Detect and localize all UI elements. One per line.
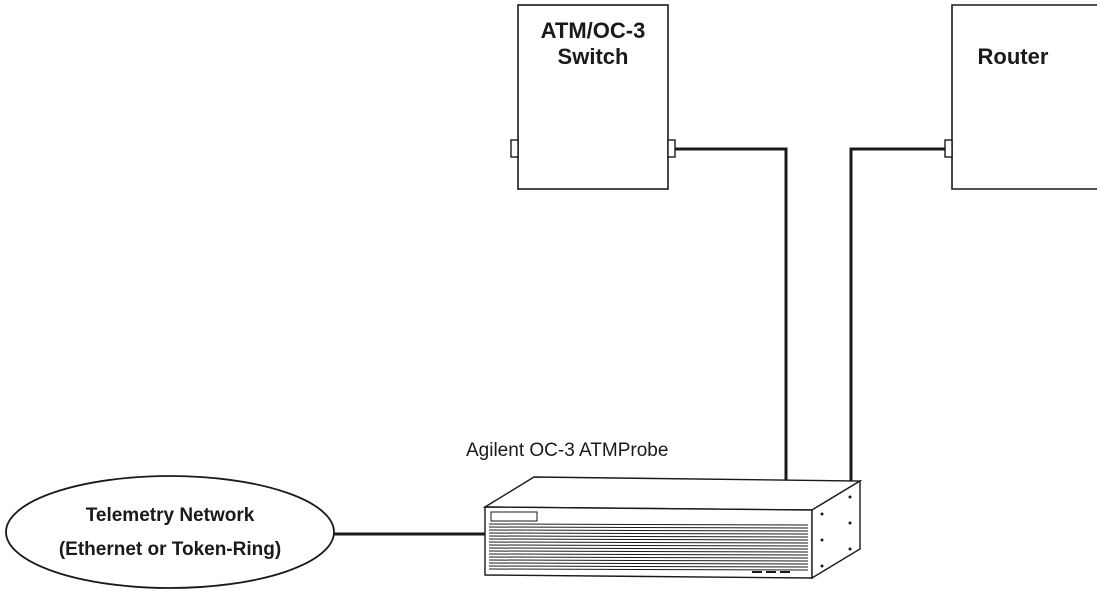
- router-box: [951, 4, 1097, 190]
- vent-line: [488, 559, 809, 562]
- probe-side-face: [811, 479, 861, 580]
- vent-line: [488, 526, 809, 529]
- probe-screw: [848, 547, 852, 551]
- probe-screw: [848, 521, 852, 525]
- vent-line: [488, 541, 809, 544]
- vent-line: [488, 532, 809, 535]
- vent-line: [488, 565, 809, 568]
- vent-line: [488, 556, 809, 559]
- vent-line: [488, 544, 809, 547]
- telemetry-network: Telemetry Network (Ethernet or Token-Rin…: [5, 475, 335, 589]
- vent-line: [488, 553, 809, 556]
- atm-switch-right-port: [667, 139, 676, 158]
- router-label: Router: [978, 44, 1049, 69]
- telemetry-network-label-line2: (Ethernet or Token-Ring): [59, 539, 281, 560]
- probe-screw: [820, 564, 824, 568]
- atm-probe-device: [482, 476, 863, 580]
- router-to-probe-cable: [849, 147, 945, 484]
- probe-indicator: [780, 571, 790, 573]
- atm-switch-label-line2: Switch: [558, 44, 629, 69]
- router: Router: [944, 4, 1097, 190]
- probe-top-face: [482, 476, 863, 511]
- probe-vent-grille: [488, 523, 809, 571]
- probe-screw: [820, 538, 824, 542]
- probe-indicator: [766, 571, 776, 573]
- vent-line: [488, 550, 809, 553]
- atm-switch-label-line1: ATM/OC-3: [541, 18, 646, 43]
- vent-line: [488, 535, 809, 538]
- probe-screw: [820, 512, 824, 516]
- atm-switch-box: [517, 4, 669, 190]
- vent-line: [488, 529, 809, 532]
- switch-to-probe-cable: [675, 147, 788, 484]
- telemetry-network-label-line1: Telemetry Network: [86, 505, 255, 526]
- vent-line: [488, 547, 809, 550]
- atm-switch-left-port: [510, 139, 519, 158]
- vent-line: [488, 538, 809, 541]
- vent-line: [488, 562, 809, 565]
- telemetry-network-ellipse: [5, 475, 335, 589]
- vent-line: [488, 568, 809, 571]
- probe-label: Agilent OC-3 ATMProbe: [466, 440, 668, 461]
- router-port: [944, 139, 953, 158]
- vent-line: [488, 523, 809, 526]
- atm-switch: ATM/OC-3 Switch: [510, 4, 676, 190]
- probe-screw: [848, 495, 852, 499]
- probe-indicator: [752, 571, 762, 573]
- probe-label-plate: [490, 511, 538, 522]
